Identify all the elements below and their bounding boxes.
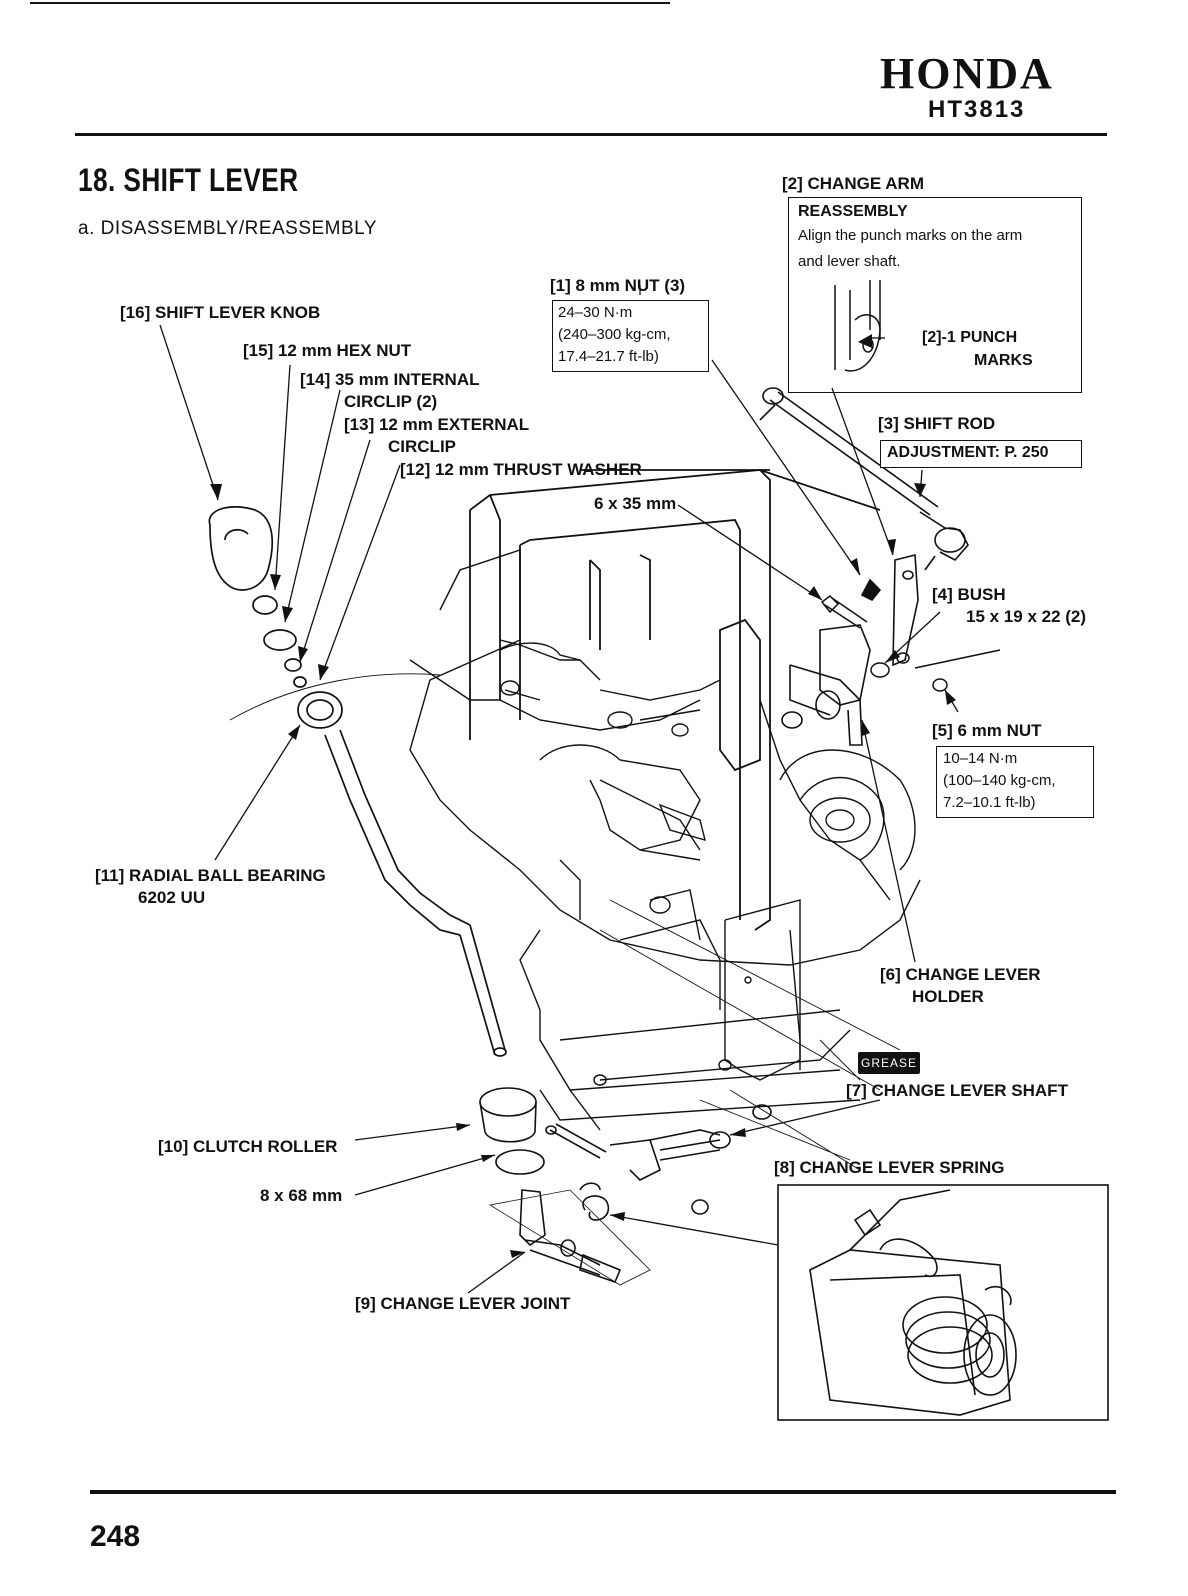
footer-rule <box>90 1490 1116 1494</box>
reassembly-text-2: and lever shaft. <box>798 253 901 270</box>
torque-6mm-line1: 10–14 N·m <box>943 750 1018 767</box>
leader-lines <box>159 285 959 1294</box>
label-internal-circlip: [14] 35 mm INTERNAL <box>300 370 480 389</box>
label-bush: [4] BUSH <box>932 585 1006 604</box>
label-punch-marks: [2]-1 PUNCH <box>922 329 1018 346</box>
label-punch-marks-b: MARKS <box>974 352 1033 369</box>
construction-lines <box>229 673 901 1171</box>
grease-icon: GREASE <box>858 1052 920 1074</box>
torque-8mm-line2: (240–300 kg-cm, <box>558 326 671 343</box>
torque-8mm-line3: 17.4–21.7 ft-lb) <box>558 348 659 365</box>
arrowheads <box>210 334 956 1258</box>
punch-mark-sketch <box>834 280 881 372</box>
adjustment-text: ADJUSTMENT: P. 250 <box>887 444 1049 461</box>
label-thrust-washer: [12] 12 mm THRUST WASHER <box>400 460 642 479</box>
lower-frame <box>519 859 861 1131</box>
label-shift-lever-knob: [16] SHIFT LEVER KNOB <box>120 303 321 322</box>
transmission-body <box>409 549 921 966</box>
label-clutch-roller: [10] CLUTCH ROLLER <box>158 1137 338 1156</box>
bush-parts <box>870 649 1001 692</box>
reassembly-text-1: Align the punch marks on the arm <box>798 227 1023 244</box>
bolt-6x35 <box>820 595 868 629</box>
page-number: 248 <box>90 1520 141 1553</box>
reassembly-box: REASSEMBLY Align the punch marks on the … <box>788 197 1082 393</box>
label-change-lever-joint: [9] CHANGE LEVER JOINT <box>355 1294 571 1313</box>
label-8mm-nut: [1] 8 mm NUT (3) <box>550 276 686 295</box>
header-rule <box>75 133 1107 136</box>
label-change-lever-spring: [8] CHANGE LEVER SPRING <box>774 1158 1005 1177</box>
torque-6mm-line2: (100–140 kg-cm, <box>943 772 1056 789</box>
label-change-lever-holder: [6] CHANGE LEVER <box>880 965 1041 984</box>
label-change-arm: [2] CHANGE ARM <box>782 174 924 193</box>
frame-outline <box>469 469 881 931</box>
label-change-lever-shaft: [7] CHANGE LEVER SHAFT <box>846 1081 1068 1100</box>
change-lever-holder <box>781 624 871 746</box>
label-6mm-nut: [5] 6 mm NUT <box>932 721 1042 740</box>
top-edge-rule <box>30 2 670 4</box>
label-shift-rod: [3] SHIFT ROD <box>878 414 996 433</box>
label-bolt-8x68: 8 x 68 mm <box>260 1186 343 1205</box>
label-bush-size: 15 x 19 x 22 (2) <box>966 607 1087 626</box>
torque-6mm-line3: 7.2–10.1 ft-lb) <box>943 794 1036 811</box>
label-external-circlip: [13] 12 mm EXTERNAL <box>344 415 530 434</box>
spring-inset <box>777 1184 1109 1421</box>
reassembly-title: REASSEMBLY <box>798 203 908 220</box>
shift-lever-assembly <box>208 506 507 1057</box>
change-arm <box>860 553 919 667</box>
label-hex-nut: [15] 12 mm HEX NUT <box>243 341 412 360</box>
label-external-circlip-b: CIRCLIP <box>388 437 456 456</box>
label-change-lever-holder-b: HOLDER <box>912 987 984 1006</box>
model-number: HT3813 <box>928 96 1026 123</box>
adjustment-box: ADJUSTMENT: P. 250 <box>880 440 1082 468</box>
label-bolt-6x35: 6 x 35 mm <box>594 494 677 513</box>
label-radial-ball-bearing: [11] RADIAL BALL BEARING <box>95 866 326 885</box>
label-internal-circlip-qty: CIRCLIP (2) <box>344 392 438 411</box>
torque-box-8mm-nut: 24–30 N·m (240–300 kg-cm, 17.4–21.7 ft-l… <box>552 300 709 372</box>
shift-rod <box>759 387 969 571</box>
label-bearing-code: 6202 UU <box>138 888 206 907</box>
torque-8mm-line1: 24–30 N·m <box>558 304 633 321</box>
lower-parts <box>479 1087 772 1286</box>
section-subtitle: a. DISASSEMBLY/REASSEMBLY <box>78 218 378 239</box>
section-title: 18. SHIFT LEVER <box>78 162 299 198</box>
torque-box-6mm-nut: 10–14 N·m (100–140 kg-cm, 7.2–10.1 ft-lb… <box>936 746 1094 818</box>
brand-logo: HONDA <box>880 49 1054 98</box>
